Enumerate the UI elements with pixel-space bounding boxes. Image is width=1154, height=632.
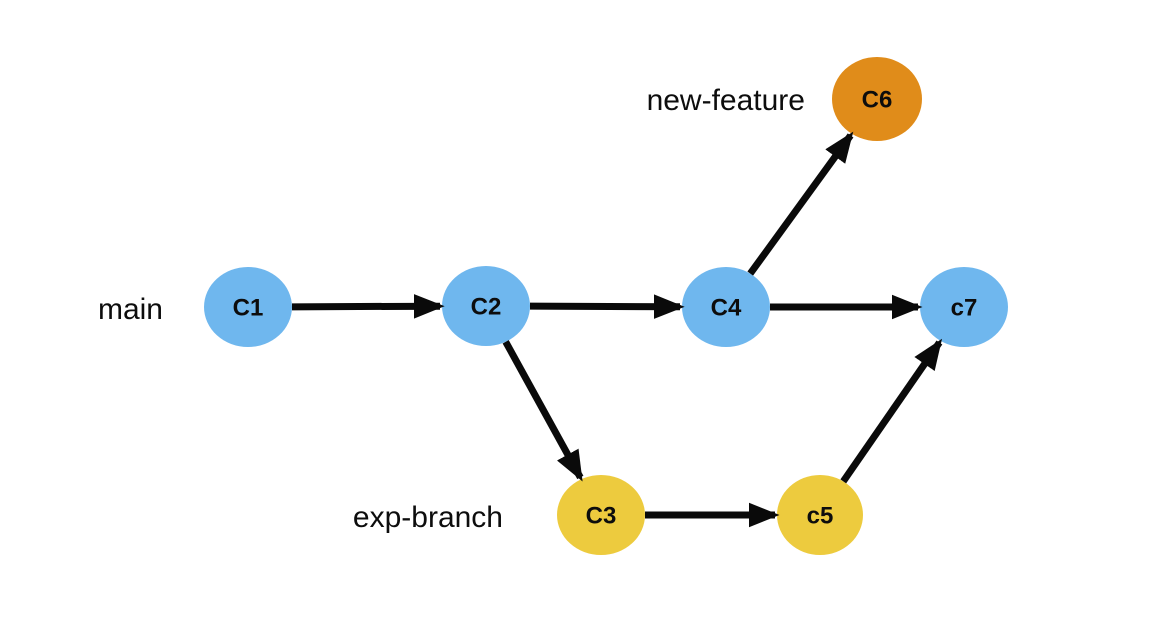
commit-node-c7 [920, 267, 1008, 347]
edge-C1-C2 [291, 293, 445, 319]
commit-node-c5 [777, 475, 863, 555]
commit-node-C4 [682, 267, 770, 347]
commit-node-label-c5: c5 [807, 503, 834, 530]
edge-C2-C4 [529, 294, 685, 320]
edges-layer [291, 131, 943, 528]
commit-node-label-C2: C2 [471, 294, 502, 321]
branch-label-exp-branch: exp-branch [353, 501, 503, 534]
commit-node-label-C3: C3 [586, 503, 617, 530]
branch-label-new-feature: new-feature [647, 84, 805, 117]
edge-C4-C6 [747, 131, 854, 276]
commit-node-label-c7: c7 [951, 295, 978, 322]
commit-node-label-C4: C4 [711, 295, 742, 322]
commit-node-C1 [204, 267, 292, 347]
branch-label-main: main [98, 293, 163, 326]
edge-c5-c7 [840, 338, 943, 484]
commit-node-C3 [557, 475, 645, 555]
commit-node-label-C1: C1 [233, 295, 264, 322]
commit-node-C6 [832, 57, 922, 141]
commit-node-C2 [442, 266, 530, 346]
edge-C2-C3 [502, 340, 584, 482]
nodes-layer [204, 57, 1008, 555]
commit-node-label-C6: C6 [862, 87, 893, 114]
